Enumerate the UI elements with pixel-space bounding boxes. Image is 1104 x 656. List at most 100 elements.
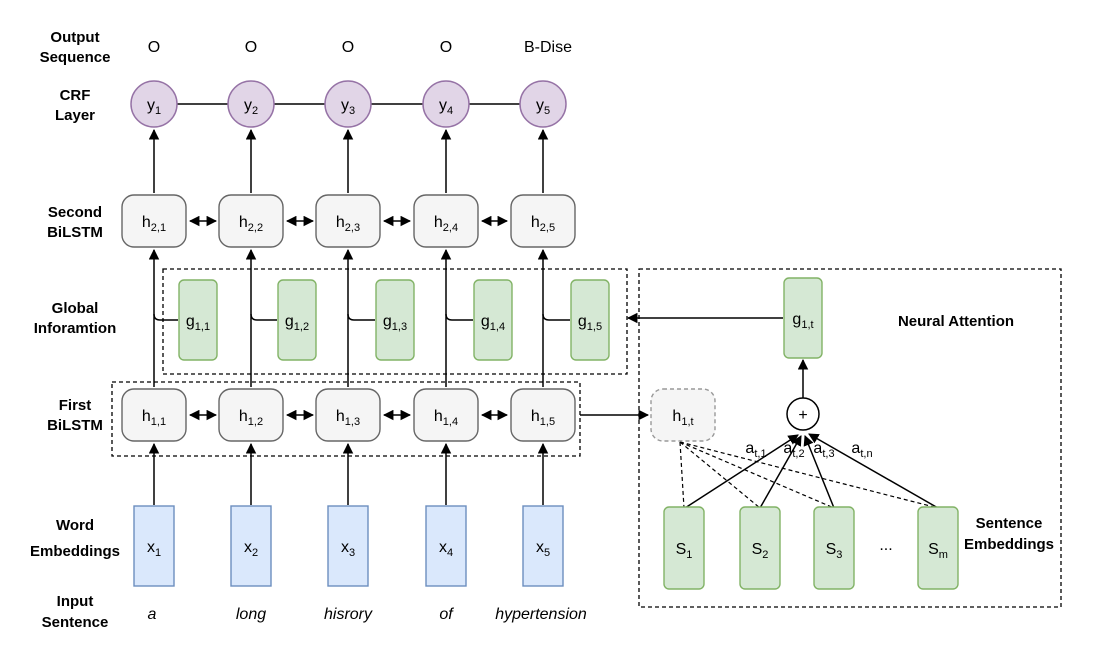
sentence-embeddings-label-line2: Embeddings bbox=[964, 536, 1054, 553]
word-embedding-node-4 bbox=[425, 505, 467, 587]
label-global-line1: Global bbox=[52, 300, 99, 317]
first-bilstm-node-1-label: h1,1 bbox=[142, 408, 166, 428]
attention-dashed-links bbox=[679, 441, 939, 509]
second-bilstm-node-3-label: h2,3 bbox=[336, 214, 360, 234]
label-output-line2: Sequence bbox=[40, 49, 111, 66]
output-tag-4: O bbox=[440, 39, 452, 56]
input-word-1: a bbox=[148, 606, 157, 623]
label-crf-line2: Layer bbox=[55, 107, 95, 124]
label-first-line2: BiLSTM bbox=[47, 417, 103, 434]
global-info-node-5 bbox=[570, 279, 610, 361]
word-embedding-nodes: x1 x2 x3 x4 x5 bbox=[133, 505, 564, 587]
second-bilstm-node-5 bbox=[510, 194, 576, 248]
neural-attention-group-box bbox=[638, 268, 1062, 608]
first-bilstm-group-box bbox=[111, 381, 581, 457]
crf-node-3 bbox=[324, 80, 372, 128]
sentence-ellipsis: ... bbox=[879, 537, 892, 554]
arrow-s2-plus bbox=[759, 435, 802, 509]
label-input-line1: Input bbox=[57, 593, 94, 610]
word-embedding-node-1-label: x1 bbox=[147, 539, 161, 559]
first-bilstm-node-1 bbox=[121, 388, 187, 442]
first-bilstm-node-2-label: h1,2 bbox=[239, 408, 263, 428]
sentence-embedding-node-4-label: Sm bbox=[928, 541, 948, 561]
attention-h-node bbox=[650, 388, 716, 442]
label-output-line1: Output bbox=[50, 29, 99, 46]
first-bilstm-node-5 bbox=[510, 388, 576, 442]
g-join-5 bbox=[542, 313, 570, 321]
sum-node bbox=[786, 397, 820, 431]
global-info-node-1 bbox=[178, 279, 218, 361]
sum-node-label: + bbox=[798, 407, 807, 424]
second-bilstm-node-2 bbox=[218, 194, 284, 248]
second-bilstm-node-3 bbox=[315, 194, 381, 248]
connectors bbox=[148, 103, 939, 509]
second-bilstm-node-4 bbox=[413, 194, 479, 248]
dashed-h1t-s2 bbox=[679, 441, 761, 509]
word-embedding-node-1 bbox=[133, 505, 175, 587]
crf-node-1-label: y1 bbox=[147, 97, 161, 117]
sentence-embedding-node-1-label: S1 bbox=[676, 541, 693, 561]
crf-node-2-label: y2 bbox=[244, 97, 258, 117]
second-bilstm-node-5-label: h2,5 bbox=[531, 214, 555, 234]
label-crf-line1: CRF bbox=[60, 87, 91, 104]
global-info-node-4 bbox=[473, 279, 513, 361]
row-labels: Output Sequence CRF Layer Second BiLSTM … bbox=[30, 29, 120, 631]
word-embedding-node-2-label: x2 bbox=[244, 539, 258, 559]
first-bilstm-node-4 bbox=[413, 388, 479, 442]
input-word-4: of bbox=[439, 606, 454, 623]
global-info-node-5-label: g1,5 bbox=[578, 313, 602, 333]
g-join-2 bbox=[250, 313, 277, 321]
input-word-3: hisrory bbox=[324, 606, 373, 623]
attention-weight-1-label: at,1 bbox=[745, 440, 766, 460]
first-bilstm-node-3-label: h1,3 bbox=[336, 408, 360, 428]
crf-node-2 bbox=[227, 80, 275, 128]
word-embedding-node-4-label: x4 bbox=[439, 539, 453, 559]
dashed-h1t-s1 bbox=[679, 441, 685, 509]
global-info-node-2-label: g1,2 bbox=[285, 313, 309, 333]
crf-node-1 bbox=[130, 80, 178, 128]
sentence-embedding-node-3 bbox=[813, 506, 855, 590]
neural-attention-title: Neural Attention bbox=[898, 313, 1014, 330]
label-second-line2: BiLSTM bbox=[47, 224, 103, 241]
output-tags: O O O O B-Dise bbox=[148, 39, 572, 56]
crf-node-4-label: y4 bbox=[439, 97, 453, 117]
attention-g-node bbox=[783, 277, 823, 359]
second-bilstm-node-1 bbox=[121, 194, 187, 248]
sentence-embedding-node-2 bbox=[739, 506, 781, 590]
output-tag-2: O bbox=[245, 39, 257, 56]
global-info-group-box bbox=[162, 268, 628, 375]
second-bilstm-node-4-label: h2,4 bbox=[434, 214, 458, 234]
g-join-3 bbox=[347, 313, 375, 321]
g-join-4 bbox=[445, 313, 473, 321]
second-bilstm-node-2-label: h2,2 bbox=[239, 214, 263, 234]
first-bilstm-node-2 bbox=[218, 388, 284, 442]
crf-node-3-label: y3 bbox=[341, 97, 355, 117]
attention-weight-4-label: at,n bbox=[851, 440, 872, 460]
label-global-line2: Inforamtion bbox=[34, 320, 117, 337]
dashed-h1t-sm bbox=[679, 441, 939, 509]
label-input-line2: Sentence bbox=[42, 614, 109, 631]
word-embedding-node-5-label: x5 bbox=[536, 539, 550, 559]
second-bilstm-node-1-label: h2,1 bbox=[142, 214, 166, 234]
word-embedding-node-3 bbox=[327, 505, 369, 587]
sentence-embedding-node-4 bbox=[917, 506, 959, 590]
sentence-embedding-node-1 bbox=[663, 506, 705, 590]
input-word-2: long bbox=[236, 606, 266, 623]
word-embedding-node-5 bbox=[522, 505, 564, 587]
sentence-embedding-node-2-label: S2 bbox=[752, 541, 769, 561]
label-first-line1: First bbox=[59, 397, 92, 414]
global-info-node-1-label: g1,1 bbox=[186, 313, 210, 333]
word-embedding-node-3-label: x3 bbox=[341, 539, 355, 559]
first-bilstm-node-4-label: h1,4 bbox=[434, 408, 458, 428]
sentence-embedding-node-3-label: S3 bbox=[826, 541, 843, 561]
input-words: a long hisrory of hypertension bbox=[148, 606, 587, 623]
crf-node-5 bbox=[519, 80, 567, 128]
arrow-sm-plus bbox=[808, 433, 939, 509]
crf-node-5-label: y5 bbox=[536, 97, 550, 117]
crf-node-4 bbox=[422, 80, 470, 128]
input-word-5: hypertension bbox=[495, 606, 587, 623]
